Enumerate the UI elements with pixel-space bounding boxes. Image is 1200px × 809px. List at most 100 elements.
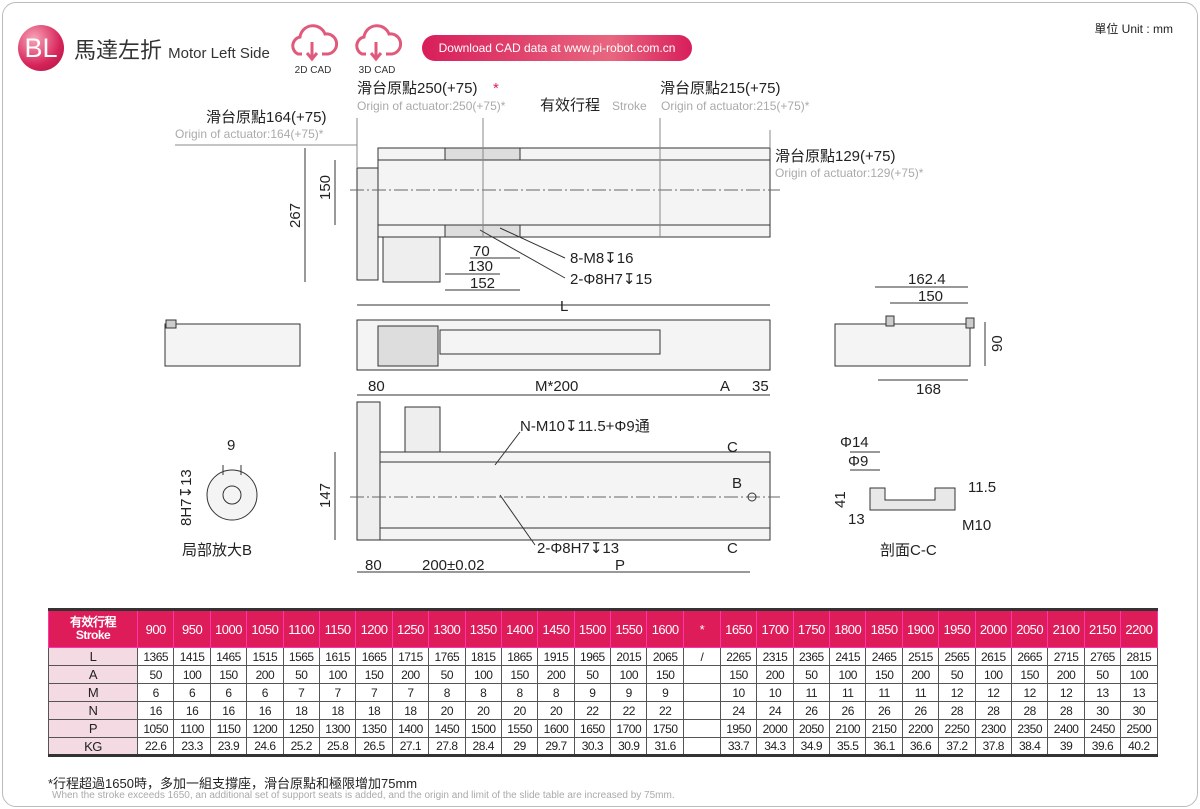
- table-cell: 1865: [500, 647, 539, 666]
- download-cad-link[interactable]: Download CAD data at www.pi-robot.com.cn: [422, 35, 692, 61]
- table-cell: 30.9: [610, 737, 648, 756]
- table-cell: 150: [500, 665, 539, 684]
- table-cell: 1665: [355, 647, 393, 666]
- stroke-col-header: 1100: [282, 609, 320, 648]
- stroke-col-header: 1800: [829, 609, 867, 648]
- table-cell: 1500: [464, 719, 502, 738]
- m10-label: M10: [962, 517, 991, 534]
- stroke-header-cn: 有效行程: [69, 615, 117, 629]
- table-cell: 30: [1120, 701, 1158, 720]
- table-cell: 28: [1047, 701, 1085, 720]
- dim-P: P: [615, 557, 625, 574]
- stroke-col-header: 1750: [792, 609, 831, 648]
- origin164-label: 滑台原點164(+75): [206, 109, 326, 126]
- table-cell: 1200: [246, 719, 284, 738]
- stroke-header-en: Stroke: [75, 628, 111, 642]
- table-cell: 1915: [537, 647, 575, 666]
- table-cell: 16: [136, 701, 175, 720]
- table-cell: 6: [209, 683, 248, 702]
- section-c-bottom: C: [727, 540, 738, 557]
- detail-b-title: 局部放大B: [182, 542, 252, 559]
- origin250-en: Origin of actuator:250(+75)*: [357, 99, 506, 113]
- stroke-col-header: 1400: [500, 609, 539, 648]
- dim-152: 152: [470, 275, 495, 292]
- table-cell: 35.5: [829, 737, 867, 756]
- stroke-col-header: 1600: [646, 609, 684, 648]
- table-cell: 100: [173, 665, 211, 684]
- table-cell: 1450: [428, 719, 466, 738]
- table-cell: 150: [209, 665, 248, 684]
- table-cell: 100: [1120, 665, 1158, 684]
- table-cell: 100: [829, 665, 867, 684]
- stroke-col-header: 900: [136, 609, 175, 648]
- table-cell: 2350: [1010, 719, 1049, 738]
- table-cell: 7: [391, 683, 430, 702]
- table-cell: 38.4: [1010, 737, 1049, 756]
- table-cell: 1565: [282, 647, 320, 666]
- table-cell: 29: [500, 737, 539, 756]
- note-en: When the stroke exceeds 1650, an additio…: [52, 790, 675, 801]
- table-cell: 18: [391, 701, 430, 720]
- table-cell: 36.6: [901, 737, 940, 756]
- table-cell: 24: [719, 701, 758, 720]
- table-cell: 2400: [1047, 719, 1085, 738]
- table-cell: 39.6: [1083, 737, 1122, 756]
- dim-147: 147: [317, 483, 334, 508]
- h8-label: 8H7↧13: [178, 469, 195, 526]
- table-cell: /: [682, 647, 721, 666]
- table-cell: 29.7: [537, 737, 575, 756]
- table-cell: 20: [464, 701, 502, 720]
- stroke-col-header: 1200: [355, 609, 393, 648]
- cad-3d-label: 3D CAD: [358, 65, 396, 76]
- table-cell: 37.2: [938, 737, 976, 756]
- table-cell: 12: [938, 683, 976, 702]
- table-cell: 50: [792, 665, 831, 684]
- stroke-col-header: 1050: [246, 609, 284, 648]
- table-cell: 11: [901, 683, 940, 702]
- table-cell: 7: [318, 683, 357, 702]
- table-cell: 100: [610, 665, 648, 684]
- cad-3d-button[interactable]: 3D CAD: [352, 20, 403, 76]
- dim-150b: 150: [918, 288, 943, 305]
- table-cell: 1365: [136, 647, 175, 666]
- phi8b-label: 2-Φ8H7↧13: [537, 540, 619, 557]
- table-cell: 150: [1010, 665, 1049, 684]
- table-cell: 8: [500, 683, 539, 702]
- nm10-label: N-M10↧11.5+Φ9通: [520, 418, 650, 435]
- side-view: [356, 304, 771, 371]
- dim-A: A: [720, 378, 730, 395]
- table-cell: 100: [318, 665, 357, 684]
- table-cell: 9: [646, 683, 684, 702]
- dim-130: 130: [468, 258, 493, 275]
- table-cell: 9: [610, 683, 648, 702]
- note-cn: *行程超過1650時，多加一組支撐座，滑台原點和極限增加75mm: [48, 776, 418, 791]
- table-cell: 2415: [829, 647, 867, 666]
- table-cell: 2200: [901, 719, 940, 738]
- detail-b: [206, 465, 258, 521]
- table-cell: 2500: [1120, 719, 1158, 738]
- table-cell: 9: [573, 683, 612, 702]
- dim-70: 70: [473, 243, 490, 260]
- dim-9: 9: [227, 437, 235, 454]
- table-cell: 1715: [391, 647, 430, 666]
- table-cell: 22.6: [136, 737, 175, 756]
- table-cell: 150: [646, 665, 684, 684]
- table-cell: 16: [246, 701, 284, 720]
- table-cell: 1815: [464, 647, 502, 666]
- dim-200: 200±0.02: [422, 557, 484, 574]
- table-cell: 27.1: [391, 737, 430, 756]
- origin129-label: 滑台原點129(+75): [775, 148, 895, 165]
- table-cell: 26: [792, 701, 831, 720]
- m8-label: 8-M8↧16: [570, 250, 633, 267]
- dim-162: 162.4: [908, 271, 946, 288]
- stroke-col-header: 1000: [209, 609, 248, 648]
- cad-2d-button[interactable]: 2D CAD: [288, 20, 339, 76]
- phi8-label: 2-Φ8H7↧15: [570, 271, 652, 288]
- table-cell: 11: [865, 683, 903, 702]
- table-cell: 2815: [1120, 647, 1158, 666]
- cloud-download-icon: [291, 24, 339, 62]
